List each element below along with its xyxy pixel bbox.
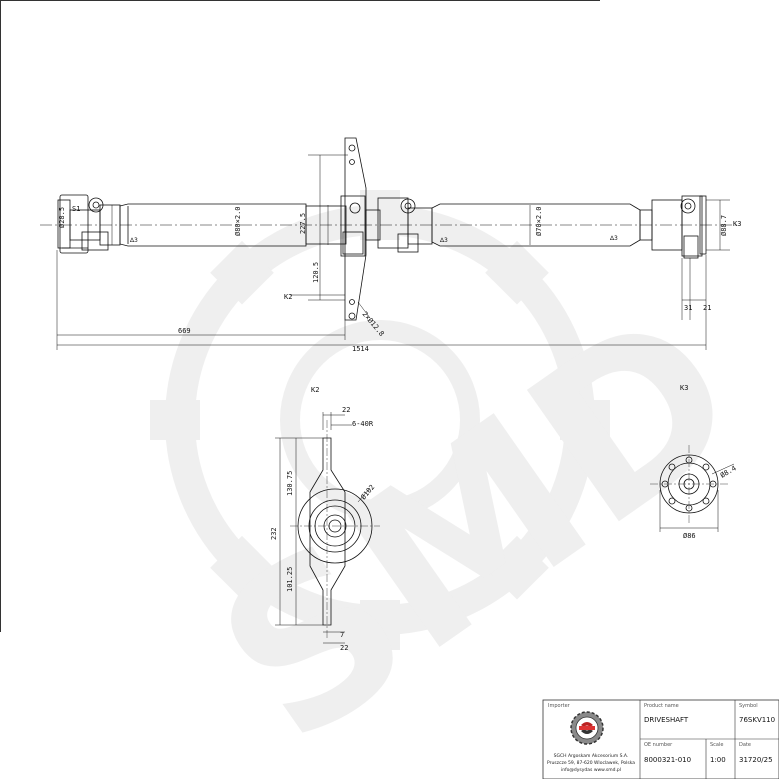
- symbol-label: Symbol: [739, 703, 758, 709]
- view-k2-label: K2: [311, 386, 319, 394]
- oe-number: 8000321-010: [644, 756, 691, 764]
- dim-flange-dia: Ø88.7: [720, 215, 728, 236]
- gear-watermark-icon: SMD: [150, 190, 779, 779]
- right-flange: [639, 195, 707, 259]
- tube3-mark: ∆3: [609, 235, 618, 242]
- title-block: Importer SGCH Argoskam Akcesorium S.A. P…: [542, 699, 779, 779]
- product-name-label: Product name: [644, 703, 679, 709]
- k2-dim-bottom-22: 22: [340, 644, 348, 652]
- product-name: DRIVESHAFT: [644, 716, 689, 724]
- date-value: 31720/25: [739, 756, 773, 764]
- scale-value: 1:00: [710, 756, 726, 764]
- importer-line-2: Pruszcze 59, 87-620 Wloclawek, Polska: [547, 760, 635, 766]
- oe-label: OE number: [644, 742, 673, 748]
- k2-dim-total: 232: [270, 527, 278, 540]
- dim-bearing-offset: 120.5: [312, 262, 320, 283]
- dim-s1: S1: [72, 205, 80, 213]
- main-shaft-view: [40, 137, 740, 350]
- sgc-gear-logo-icon: [570, 711, 604, 745]
- k2-dim-top-22: 22: [342, 406, 350, 414]
- scale-label: Scale: [710, 742, 723, 748]
- view-k3-flange: [650, 445, 735, 532]
- dim-1514: 1514: [352, 345, 369, 353]
- dim-669: 669: [178, 327, 191, 335]
- k2-mark: K2: [284, 293, 292, 301]
- k2-dim-bottom-7: 7: [340, 631, 344, 639]
- tube2-mark: ∆3: [439, 237, 448, 244]
- k2-dim-upper: 130.75: [286, 471, 294, 496]
- k2-dim-lower: 101.25: [286, 567, 294, 592]
- importer-line-1: SGCH Argoskam Akcesorium S.A.: [554, 753, 629, 759]
- view-k3-label: K3: [680, 384, 688, 392]
- k3-dim-flange-width: Ø86: [683, 532, 696, 540]
- dim-tube1-dia: Ø80×2.0: [234, 206, 242, 236]
- dim-21: 21: [703, 304, 711, 312]
- left-joint: [57, 194, 121, 254]
- importer-label: Importer: [548, 703, 571, 709]
- main-dimension-lines: [56, 154, 730, 350]
- tube1-mark: ∆3: [129, 237, 138, 244]
- symbol-value: 76SKV110: [739, 716, 775, 724]
- dim-d1: Ø28.5: [58, 207, 66, 228]
- dim-center-height: 227.5: [299, 213, 307, 234]
- dim-tube2-dia: Ø70×2.0: [535, 206, 543, 236]
- importer-line-3: info@dysydas www.smd.pl: [561, 767, 621, 773]
- tube-1: [119, 203, 307, 247]
- date-label: Date: [739, 742, 751, 748]
- k3-mark: K3: [733, 220, 741, 228]
- k2-dim-slot: 6-40R: [352, 420, 374, 428]
- dim-31: 31: [684, 304, 692, 312]
- view-k2-bracket: [275, 412, 380, 644]
